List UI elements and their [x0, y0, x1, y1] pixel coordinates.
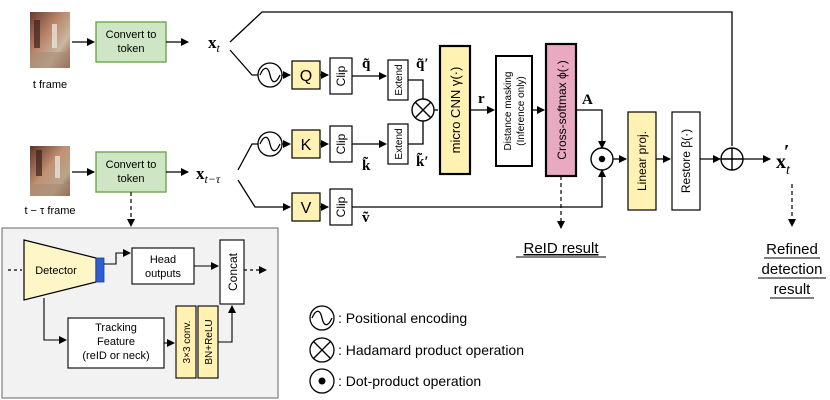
- concat-box: Concat: [219, 239, 245, 305]
- convert-token-bottom-label-2: token: [118, 173, 145, 185]
- micro-cnn-box: micro CNN γ(·): [438, 44, 472, 176]
- svg-text:Restore β(·): Restore β(·): [679, 129, 693, 193]
- head-outputs-box: [131, 247, 195, 285]
- k-box: [291, 129, 321, 159]
- svg-text:(Inference only): (Inference only): [516, 76, 527, 145]
- line-xtt-to-v: [237, 179, 291, 211]
- v-label: V: [301, 200, 312, 217]
- linear-proj-box: Linear proj.: [627, 111, 657, 211]
- legend-positional-label: : Positional encoding: [338, 310, 467, 326]
- r-symbol: r: [478, 91, 485, 107]
- conv-box: 3×3 conv.: [175, 305, 197, 379]
- head-outputs-label-2: outputs: [145, 268, 182, 280]
- dot-product-icon: [590, 147, 614, 171]
- svg-text:Linear proj.: Linear proj.: [635, 131, 649, 191]
- frame-t-label: t frame: [33, 79, 67, 91]
- convert-token-bottom-label-1: Convert to: [106, 159, 157, 171]
- cross-softmax-box: Cross-softmax ϕ(·): [544, 42, 578, 178]
- clip-q-box: Clip: [329, 57, 353, 95]
- frame-t-tau-image: [30, 146, 70, 196]
- tracking-label-2: Feature: [97, 336, 135, 348]
- svg-text:3×3 conv.: 3×3 conv.: [182, 321, 193, 364]
- convert-token-top-label-1: Convert to: [106, 29, 157, 41]
- x-out-symbol: xt′: [776, 141, 791, 178]
- bn-relu-box: BN+ReLU: [197, 305, 219, 379]
- q-tilde-prime-symbol: q̃′: [416, 56, 429, 72]
- v-tilde-symbol: ṽ: [362, 210, 370, 226]
- extend-k-box: Extend: [387, 123, 409, 165]
- svg-text:Clip: Clip: [334, 133, 348, 154]
- legend-positional-icon: [309, 305, 335, 331]
- legend-hadamard-label: : Hadamard product operation: [338, 342, 524, 358]
- clip-v-box: Clip: [329, 188, 353, 226]
- hadamard-product-icon: [411, 98, 435, 122]
- positional-encoding-q-icon: [257, 62, 283, 88]
- extend-q-box: Extend: [387, 59, 409, 101]
- line-xtt-to-k: [237, 143, 258, 171]
- q-tilde-symbol: q̃: [362, 56, 371, 72]
- q-label: Q: [300, 68, 312, 85]
- a-symbol: A: [582, 92, 593, 108]
- svg-text:Clip: Clip: [334, 196, 348, 217]
- legend-dot-label: : Dot-product operation: [338, 373, 481, 389]
- line-k-hadamard: [408, 121, 424, 145]
- tracking-feature-box: [67, 317, 165, 369]
- distance-masking-box: Distance masking (Inference only): [495, 55, 533, 167]
- frame-t-tau-label: t − τ frame: [24, 205, 75, 217]
- positional-encoding-k-icon: [257, 131, 283, 157]
- k-label: K: [301, 137, 312, 154]
- line-xt-to-q: [229, 49, 258, 76]
- refined-label-2: detection: [762, 261, 823, 278]
- x-t-symbol: xt: [208, 33, 221, 55]
- refined-label-3: result: [774, 281, 812, 298]
- svg-text:Clip: Clip: [334, 65, 348, 86]
- convert-token-bottom-box: [95, 151, 167, 193]
- svg-text:Distance masking: Distance masking: [503, 72, 514, 151]
- v-box: [291, 192, 321, 222]
- line-q-hadamard: [408, 79, 424, 99]
- svg-text:micro CNN γ(·): micro CNN γ(·): [448, 67, 463, 154]
- frame-t-image: [30, 12, 70, 68]
- k-tilde-symbol: k̃: [362, 156, 371, 174]
- sum-icon: [720, 147, 744, 171]
- reid-result-label: ReID result: [523, 240, 599, 257]
- line-detector-tracking: [43, 298, 67, 344]
- legend-hadamard-icon: [309, 337, 335, 363]
- svg-text:Concat: Concat: [226, 252, 240, 291]
- tracking-label-3: (reID or neck): [82, 350, 149, 362]
- svg-text:Extend: Extend: [394, 128, 405, 159]
- detector-block: [23, 239, 105, 301]
- svg-text:Extend: Extend: [394, 64, 405, 95]
- clip-k-box: Clip: [329, 125, 353, 163]
- line-a-to-dot: [576, 109, 606, 149]
- legend-dot-icon: [309, 368, 335, 394]
- svg-text:Cross-softmax ϕ(·): Cross-softmax ϕ(·): [555, 60, 569, 159]
- restore-box: Restore β(·): [671, 111, 701, 211]
- convert-token-top-box: [95, 21, 167, 63]
- line-bn-concat: [218, 305, 236, 343]
- tracking-label-1: Tracking: [95, 322, 137, 334]
- head-outputs-label-1: Head: [150, 254, 176, 266]
- convert-token-top-label-2: token: [118, 43, 145, 55]
- line-detector-head: [104, 249, 131, 265]
- k-tilde-prime-symbol: k̃′: [416, 152, 429, 170]
- svg-text:BN+ReLU: BN+ReLU: [204, 319, 215, 364]
- x-t-tau-symbol: xt−τ: [196, 164, 221, 186]
- detector-label: Detector: [35, 265, 77, 277]
- skip-connection-line: [229, 11, 733, 146]
- refined-label-1: Refined: [766, 241, 818, 258]
- line-v-to-dot: [352, 169, 606, 208]
